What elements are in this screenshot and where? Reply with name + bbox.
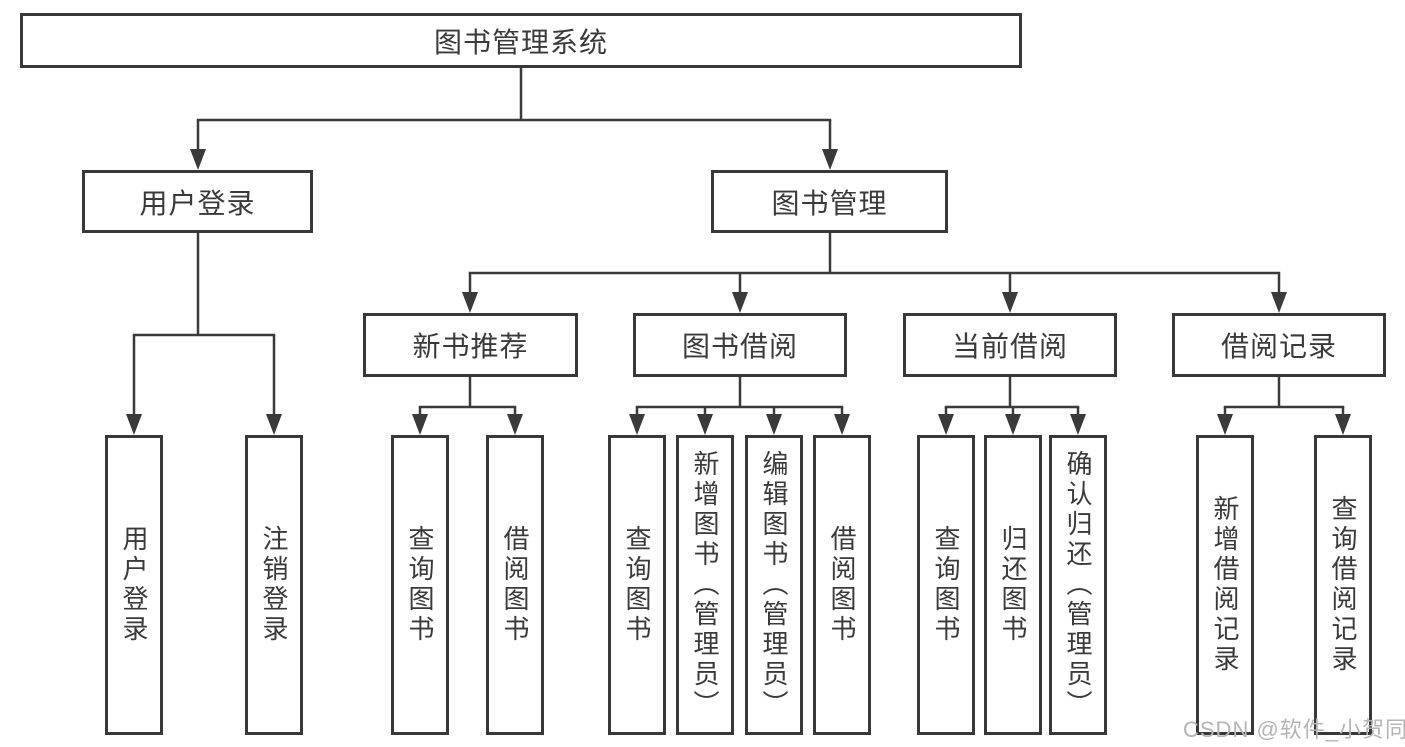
- leaf-add-borrow-record-label: 新增借阅记录: [1210, 495, 1240, 675]
- leaf-query-books-3-label: 查询图书: [931, 525, 961, 645]
- leaf-edit-book-admin: 编辑图书（管理员）: [745, 435, 803, 735]
- node-borrow-records: 借阅记录: [1172, 313, 1386, 377]
- node-borrow-records-label: 借阅记录: [1220, 331, 1337, 362]
- node-current-borrow-label: 当前借阅: [951, 331, 1068, 362]
- leaf-query-borrow-record-label: 查询借阅记录: [1328, 495, 1358, 675]
- leaf-query-books-1: 查询图书: [391, 435, 449, 735]
- node-root: 图书管理系统: [20, 13, 1022, 68]
- node-root-label: 图书管理系统: [433, 26, 608, 58]
- leaf-add-book-admin: 新增图书（管理员）: [676, 435, 734, 735]
- leaf-borrow-books-2: 借阅图书: [813, 435, 871, 735]
- leaf-confirm-return-admin: 确认归还（管理员）: [1049, 435, 1107, 735]
- leaf-edit-book-admin-label: 编辑图书（管理员）: [759, 450, 789, 720]
- leaf-confirm-return-admin-label: 确认归还（管理员）: [1063, 450, 1093, 720]
- csdn-watermark: CSDN @软件_小贺同学: [1183, 717, 1405, 742]
- node-user-login-label: 用户登录: [139, 187, 256, 219]
- leaf-add-book-admin-label: 新增图书（管理员）: [690, 450, 720, 720]
- node-new-book-rec-label: 新书推荐: [412, 331, 529, 362]
- leaf-user-login: 用户登录: [105, 435, 163, 735]
- node-user-login: 用户登录: [82, 170, 313, 233]
- leaf-logout: 注销登录: [245, 435, 303, 735]
- leaf-borrow-books-2-label: 借阅图书: [827, 525, 857, 645]
- node-current-borrow: 当前借阅: [903, 313, 1117, 377]
- leaf-return-book-label: 归还图书: [998, 525, 1028, 645]
- node-book-borrow-label: 图书借阅: [681, 331, 798, 362]
- node-book-borrow: 图书借阅: [633, 313, 847, 377]
- leaf-borrow-books-1: 借阅图书: [486, 435, 544, 735]
- node-book-mgmt-label: 图书管理: [771, 187, 888, 219]
- leaf-return-book: 归还图书: [984, 435, 1042, 735]
- leaf-query-books-3: 查询图书: [917, 435, 975, 735]
- leaf-query-books-2-label: 查询图书: [622, 525, 652, 645]
- leaf-user-login-label: 用户登录: [119, 525, 149, 645]
- leaf-query-books-2: 查询图书: [608, 435, 666, 735]
- leaf-query-books-1-label: 查询图书: [405, 525, 435, 645]
- leaf-query-borrow-record: 查询借阅记录: [1314, 435, 1372, 735]
- node-new-book-rec: 新书推荐: [363, 313, 578, 377]
- leaf-add-borrow-record: 新增借阅记录: [1196, 435, 1254, 735]
- node-book-mgmt: 图书管理: [711, 170, 948, 233]
- leaf-borrow-books-1-label: 借阅图书: [500, 525, 530, 645]
- leaf-logout-label: 注销登录: [259, 525, 289, 645]
